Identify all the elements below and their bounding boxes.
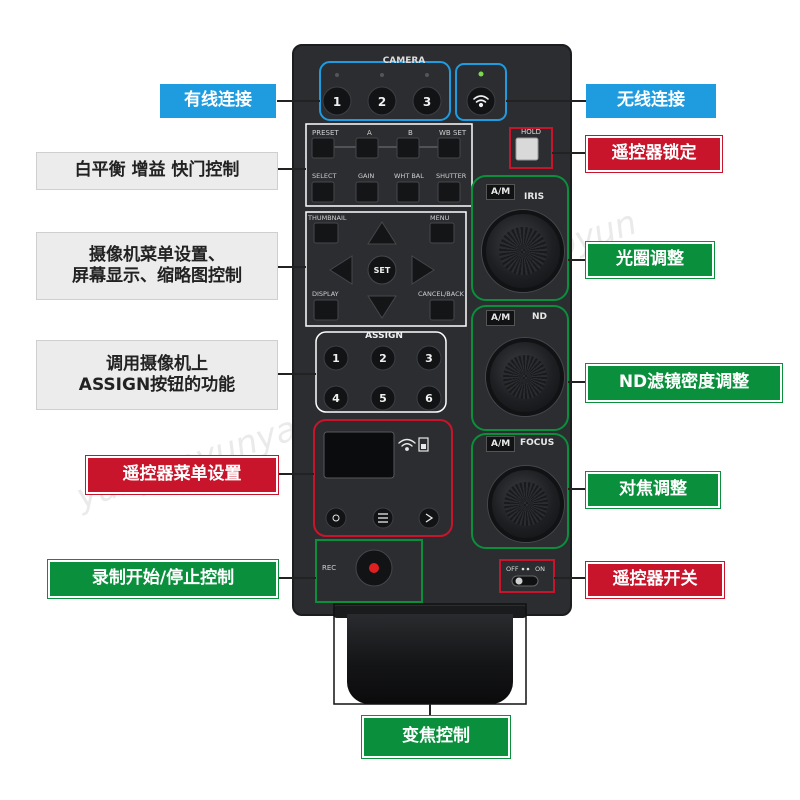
rec-dot-icon [369, 563, 379, 573]
callout-camera-menu: 摄像机菜单设置、 屏幕显示、缩略图控制 [36, 232, 278, 300]
nd-am-button[interactable]: A/M [486, 310, 516, 326]
callout-remote-power: 遥控器开关 [585, 561, 725, 599]
camera-button-2[interactable]: 2 [378, 95, 386, 109]
hold-label: HOLD [521, 128, 541, 136]
callout-wireless-connection: 无线连接 [586, 84, 716, 118]
callout-wb-gain-shutter: 白平衡 增益 快门控制 [36, 152, 278, 190]
shutter-label: SHUTTER [436, 172, 467, 180]
callout-zoom-control: 变焦控制 [361, 715, 511, 759]
callout-wired-connection: 有线连接 [160, 84, 276, 118]
a-button[interactable] [355, 137, 379, 159]
callout-assign-line1: 调用摄像机上 [105, 353, 208, 374]
arrow-down-icon[interactable] [367, 295, 397, 319]
rec-label: REC [322, 564, 336, 572]
callout-assign: 调用摄像机上 ASSIGN按钮的功能 [36, 340, 278, 410]
battery-icon [418, 437, 429, 452]
select-button[interactable] [311, 181, 335, 203]
assign-label: ASSIGN [365, 331, 403, 341]
b-button[interactable] [396, 137, 420, 159]
iris-label: IRIS [524, 192, 545, 202]
wifi-icon [473, 95, 489, 108]
gain-button[interactable] [355, 181, 379, 203]
callout-rec-start-stop: 录制开始/停止控制 [47, 559, 279, 599]
assign-button-4[interactable]: 4 [332, 392, 340, 405]
wht-bal-button[interactable] [396, 181, 420, 203]
nd-knob[interactable] [486, 338, 564, 416]
wht-bal-label: WHT BAL [394, 172, 424, 180]
callout-camera-menu-line2: 屏幕显示、缩略图控制 [72, 266, 242, 286]
set-label: SET [374, 266, 391, 275]
focus-label: FOCUS [520, 438, 555, 448]
camera-button-1[interactable]: 1 [333, 95, 341, 109]
power-on-label: ON [535, 565, 545, 573]
assign-button-5[interactable]: 5 [379, 392, 387, 405]
power-off-label: OFF [506, 565, 519, 573]
display-button[interactable] [313, 299, 339, 321]
preset-label: PRESET [312, 129, 339, 137]
thumbnail-label: THUMBNAIL [307, 214, 347, 222]
callout-iris-adjust: 光圈调整 [585, 241, 715, 279]
gain-label: GAIN [358, 172, 374, 180]
arrow-right-icon[interactable] [411, 255, 435, 285]
lcd-button-left[interactable] [325, 507, 347, 529]
list-icon [378, 513, 388, 523]
callout-remote-menu-settings: 遥控器菜单设置 [85, 455, 279, 495]
wb-set-label: WB SET [439, 129, 467, 137]
camera-button-3[interactable]: 3 [423, 95, 431, 109]
cancel-back-label: CANCEL/BACK [418, 290, 465, 298]
camera-label: CAMERA [383, 56, 426, 66]
callout-nd-filter-adjust: ND滤镜密度调整 [585, 363, 783, 403]
lcd-wifi-icon [398, 438, 416, 451]
iris-am-button[interactable]: A/M [486, 184, 516, 200]
callout-assign-line2: ASSIGN按钮的功能 [78, 375, 236, 395]
lcd-button-right[interactable] [418, 507, 440, 529]
callout-focus-adjust: 对焦调整 [585, 471, 721, 509]
menu-label: MENU [430, 214, 450, 222]
menu-button[interactable] [429, 222, 455, 244]
hold-switch[interactable] [515, 137, 539, 161]
nd-label: ND [532, 312, 548, 322]
callout-camera-menu-line1: 摄像机菜单设置、 [89, 244, 225, 265]
assign-button-1[interactable]: 1 [332, 352, 340, 365]
shutter-button[interactable] [437, 181, 461, 203]
arrow-left-icon[interactable] [329, 255, 353, 285]
assign-button-3[interactable]: 3 [425, 352, 433, 365]
thumbnail-button[interactable] [313, 222, 339, 244]
zoom-knob[interactable] [347, 614, 513, 704]
lcd-screen [323, 431, 395, 479]
assign-button-2[interactable]: 2 [379, 352, 387, 365]
display-label: DISPLAY [312, 290, 339, 298]
focus-knob[interactable] [488, 466, 564, 542]
set-button[interactable] [367, 255, 397, 285]
callout-remote-lock: 遥控器锁定 [585, 135, 723, 173]
b-label: B [408, 129, 413, 137]
focus-am-button[interactable]: A/M [486, 436, 516, 452]
a-label: A [367, 129, 372, 137]
wb-set-button[interactable] [437, 137, 461, 159]
arrow-up-icon[interactable] [367, 221, 397, 245]
iris-knob[interactable] [482, 210, 564, 292]
cancel-back-button[interactable] [429, 299, 455, 321]
preset-button[interactable] [311, 137, 335, 159]
assign-button-6[interactable]: 6 [425, 392, 433, 405]
select-label: SELECT [312, 172, 336, 180]
